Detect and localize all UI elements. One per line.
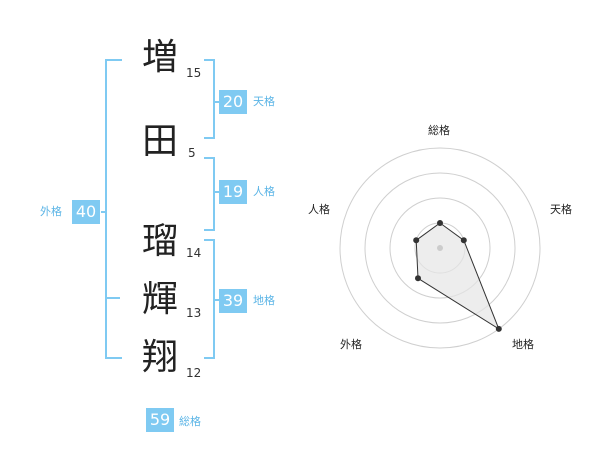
gaikaku-value-badge: 40 — [72, 200, 100, 224]
radar-point — [437, 220, 443, 226]
name-char-1: 増 — [141, 37, 178, 78]
name-char-1-strokes: 15 — [186, 66, 202, 80]
name-char-3-strokes: 14 — [186, 246, 202, 260]
radar-center-dot — [437, 245, 443, 251]
name-char-2-strokes: 5 — [188, 146, 196, 160]
name-char-4: 輝 — [141, 279, 178, 320]
name-char-2: 田 — [141, 121, 178, 162]
chikaku-label: 地格 — [253, 294, 275, 307]
gaikaku-bracket — [105, 59, 122, 359]
radar-point — [460, 237, 467, 244]
chikaku-value-badge: 39 — [219, 289, 247, 313]
tenkaku-value-badge: 20 — [219, 90, 247, 114]
radar-axis-label-gaikaku: 外格 — [340, 338, 362, 351]
gaikaku-label: 外格 — [40, 205, 62, 218]
radar-point — [495, 325, 502, 332]
name-char-5-strokes: 12 — [186, 366, 202, 380]
radar-grid-ring — [339, 147, 541, 349]
radar-axis-label-tenkaku: 天格 — [550, 203, 572, 216]
radar-point — [415, 275, 421, 282]
radar-axis-label-jinkaku: 人格 — [308, 203, 330, 216]
radar-axis-label-soukaku: 総格 — [428, 124, 450, 137]
jinkaku-value-badge: 19 — [219, 180, 247, 204]
radar-grid-ring — [389, 197, 491, 299]
jinkaku-bracket — [204, 157, 215, 231]
soukaku-label: 総格 — [179, 415, 201, 428]
radar-outline — [415, 222, 500, 331]
name-char-5: 翔 — [141, 337, 178, 378]
radar-grid-ring — [364, 172, 516, 324]
radar-axis-label-chikaku: 地格 — [512, 338, 534, 351]
name-char-4-strokes: 13 — [186, 306, 202, 320]
name-char-3: 瑠 — [141, 221, 178, 262]
tenkaku-bracket — [204, 59, 215, 139]
tenkaku-label: 天格 — [253, 95, 275, 108]
soukaku-value-badge: 59 — [146, 408, 174, 432]
jinkaku-label: 人格 — [253, 185, 275, 198]
radar-point — [413, 237, 420, 244]
radar-area — [416, 223, 499, 329]
